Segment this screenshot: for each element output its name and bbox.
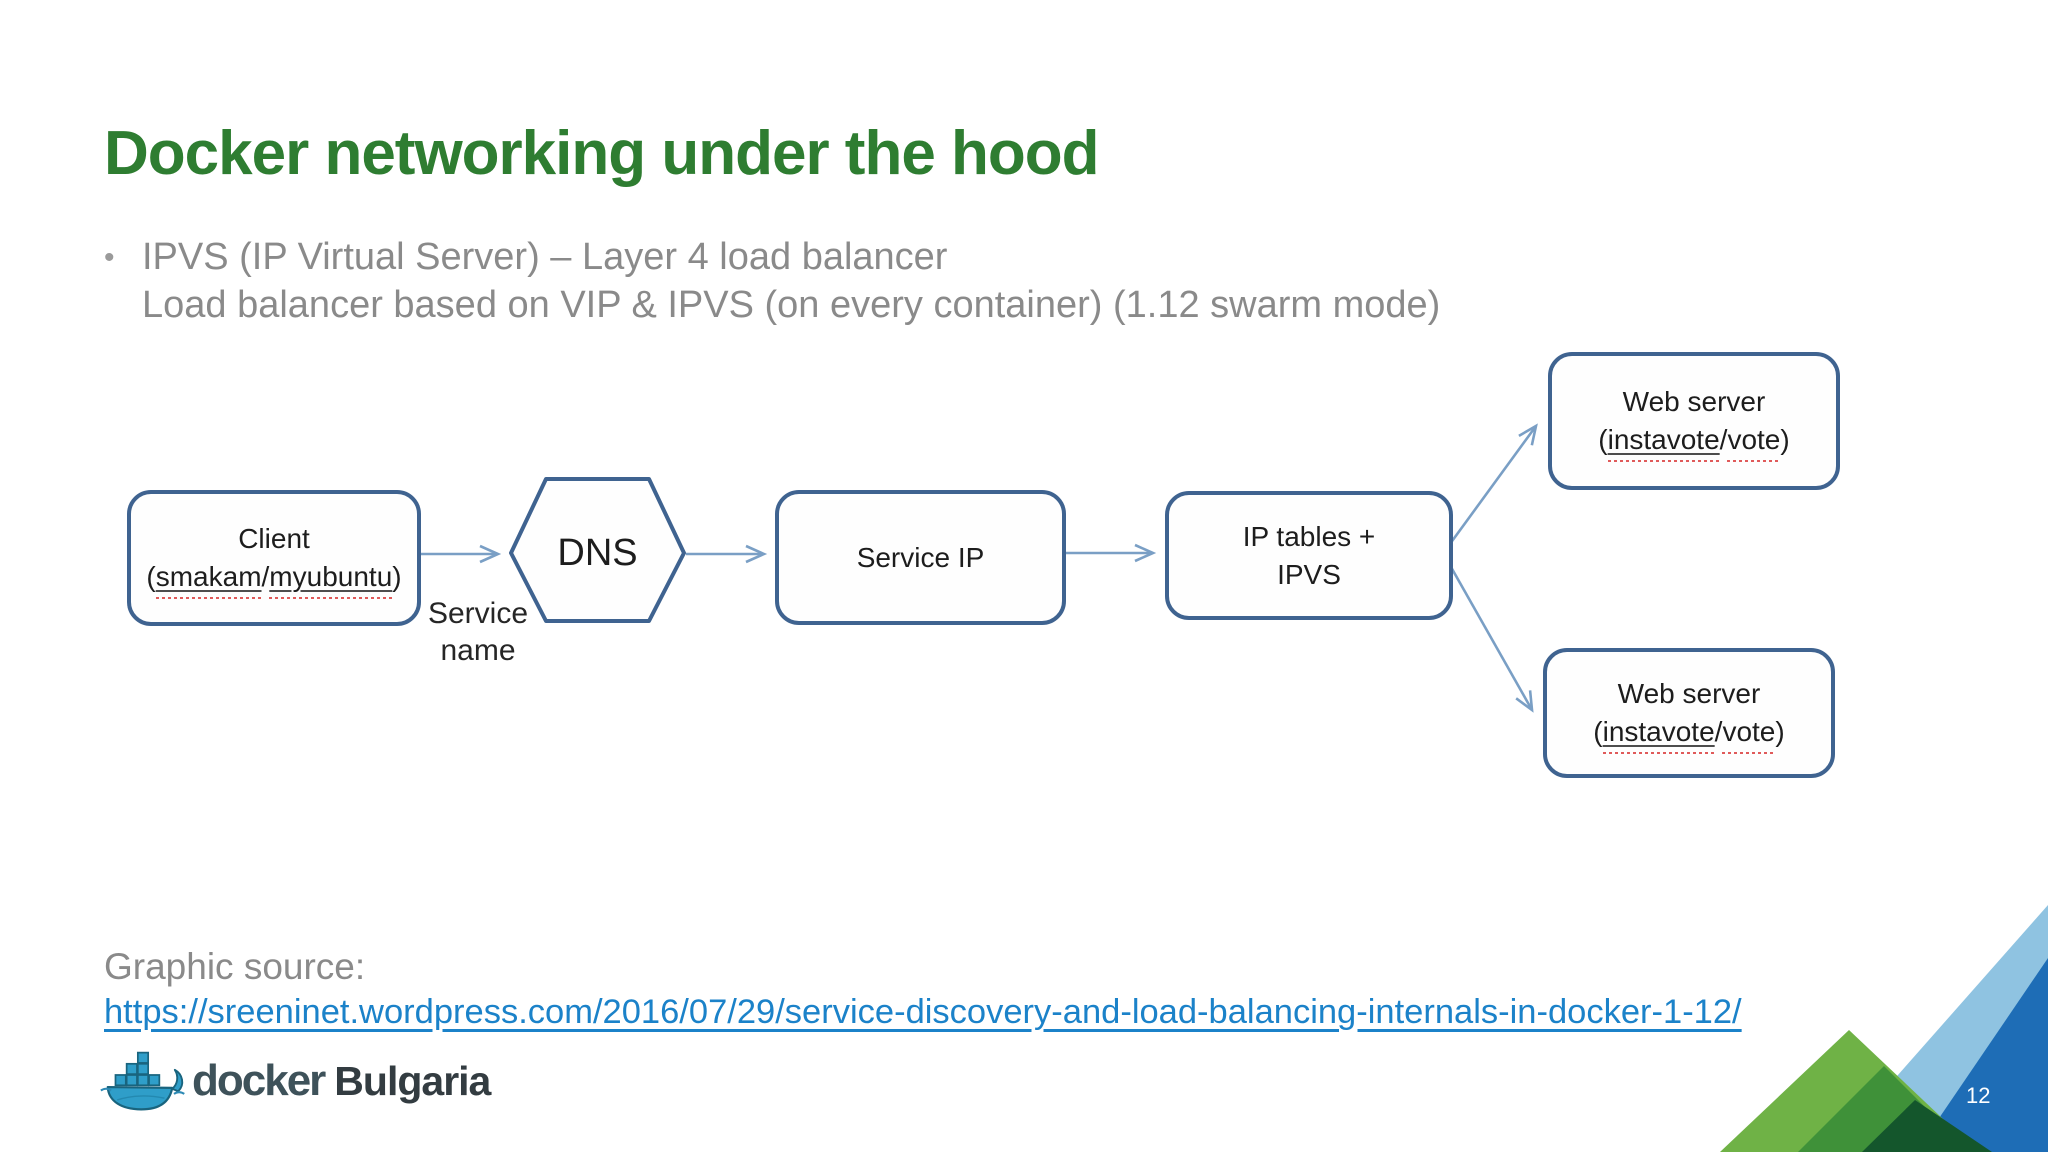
bullet-line-1: IPVS (IP Virtual Server) – Layer 4 load … bbox=[142, 236, 948, 278]
graphic-source-label: Graphic source: bbox=[104, 946, 366, 987]
webserver-bottom-sub-word2: vote bbox=[1722, 716, 1776, 754]
webserver-bottom-title: Web server bbox=[1617, 678, 1761, 709]
corner-light-green-triangle bbox=[1720, 1030, 1978, 1152]
bullet-line-2: Load balancer based on VIP & IPVS (on ev… bbox=[142, 284, 1441, 326]
diagram-node-iptables: IP tables + IPVS bbox=[1165, 491, 1453, 620]
client-sub-sep: / bbox=[261, 561, 270, 592]
logo-brand-text: docker bbox=[192, 1056, 326, 1105]
iptables-line2: IPVS bbox=[1277, 558, 1341, 590]
graphic-source-link[interactable]: https://sreeninet.wordpress.com/2016/07/… bbox=[104, 993, 1742, 1031]
diagram-node-service-ip: Service IP bbox=[775, 490, 1066, 625]
iptables-line1: IP tables + bbox=[1242, 520, 1376, 552]
corner-light-blue-band bbox=[1830, 905, 2048, 1152]
service-name-edge-label: Service name bbox=[418, 595, 538, 669]
client-title: Client bbox=[238, 523, 310, 554]
bullet-lines: IPVS (IP Virtual Server) – Layer 4 load … bbox=[142, 233, 1440, 329]
client-subtitle: (smakam/myubuntu) bbox=[146, 558, 402, 599]
diagram-node-webserver-bottom: Web server (instavote/vote) bbox=[1543, 648, 1835, 778]
arrow-iptables-to-webtop bbox=[1445, 423, 1538, 549]
corner-dark-blue-triangle bbox=[1916, 958, 2048, 1152]
slide-title: Docker networking under the hood bbox=[104, 119, 1100, 188]
docker-whale-icon bbox=[100, 1051, 185, 1111]
corner-mid-green-triangle bbox=[1798, 1066, 1970, 1152]
webserver-top-sub-word1: instavote bbox=[1607, 424, 1720, 462]
bullet-block: • IPVS (IP Virtual Server) – Layer 4 loa… bbox=[104, 233, 1440, 329]
page-number: 12 bbox=[1966, 1083, 1991, 1108]
service-ip-label: Service IP bbox=[856, 541, 985, 573]
edge-label-line2: name bbox=[440, 634, 516, 667]
webserver-top-subtitle: (instavote/vote) bbox=[1598, 421, 1790, 462]
webserver-top-sub-close: ) bbox=[1780, 424, 1790, 455]
client-sub-close: ) bbox=[392, 561, 402, 592]
logo-region-text: Bulgaria bbox=[334, 1057, 491, 1104]
webserver-top-title: Web server bbox=[1622, 386, 1766, 417]
webserver-bottom-sub-sep: / bbox=[1714, 716, 1723, 747]
bullet-marker: • bbox=[104, 241, 115, 274]
webserver-bottom-subtitle: (instavote/vote) bbox=[1593, 713, 1785, 754]
webserver-bottom-sub-open: ( bbox=[1593, 716, 1603, 747]
client-sub-word2: myubuntu bbox=[269, 561, 393, 599]
webserver-top-sub-open: ( bbox=[1598, 424, 1608, 455]
diagram-node-client: Client (smakam/myubuntu) bbox=[127, 490, 421, 626]
client-sub-open: ( bbox=[146, 561, 156, 592]
diagram-node-webserver-top: Web server (instavote/vote) bbox=[1548, 352, 1840, 490]
webserver-bottom-sub-word1: instavote bbox=[1602, 716, 1715, 754]
arrow-iptables-to-webbottom bbox=[1445, 559, 1534, 713]
edge-label-line1: Service bbox=[427, 597, 529, 630]
diagram-node-dns-label: DNS bbox=[557, 531, 638, 574]
docker-bulgaria-logo: docker Bulgaria bbox=[100, 1048, 491, 1114]
client-sub-word1: smakam bbox=[155, 561, 262, 599]
webserver-top-sub-sep: / bbox=[1719, 424, 1728, 455]
webserver-bottom-sub-close: ) bbox=[1775, 716, 1785, 747]
webserver-top-sub-word2: vote bbox=[1727, 424, 1781, 462]
